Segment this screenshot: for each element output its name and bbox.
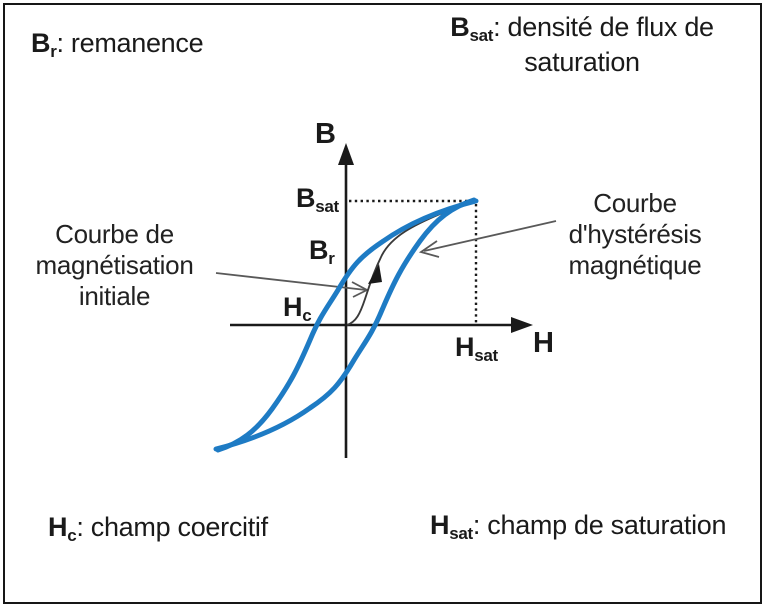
h-axis-arrowhead-icon: [511, 317, 533, 333]
point-label-hsat-subscript: sat: [474, 346, 498, 365]
initial-magnetisation-curve: [346, 200, 475, 326]
hysteresis-loop-descending-branch: [215, 198, 479, 453]
hysteresis-leader-arrow: [418, 220, 557, 258]
legend-remanence: Br: remanence: [31, 27, 204, 62]
legend-saturation-flux-description1: : densité de flux de: [493, 12, 714, 42]
legend-saturation-flux-line1: Bsat: densité de flux de: [402, 11, 762, 46]
annotation-initial-curve-line1: Courbe de: [55, 219, 174, 249]
initial-curve-direction-arrowhead-icon: [368, 264, 382, 284]
legend-saturation-field: Hsat: champ de saturation: [430, 509, 727, 544]
point-label-br: Br: [309, 235, 335, 269]
annotation-hysteresis-curve-line3: magnétique: [568, 250, 702, 280]
annotation-hysteresis-curve-line1: Courbe: [593, 188, 677, 218]
point-label-hc-symbol: H: [283, 292, 303, 322]
point-label-hc-subscript: c: [302, 306, 312, 325]
b-axis-label: B: [315, 118, 336, 150]
legend-coercive-field-symbol: H: [48, 512, 68, 542]
legend-saturation-flux-description2: saturation: [524, 47, 640, 78]
h-axis-label: H: [533, 327, 554, 359]
legend-remanence-subscript: r: [50, 42, 57, 61]
legend-saturation-field-description: : champ de saturation: [472, 510, 727, 540]
hysteresis-loop-ascending-branch: [213, 197, 477, 452]
b-axis-arrowhead-icon: [338, 143, 354, 165]
legend-saturation-flux: Bsat: densité de flux de saturation: [402, 11, 762, 79]
point-label-br-symbol: B: [309, 235, 329, 265]
legend-saturation-flux-subscript: sat: [469, 26, 494, 45]
point-label-hsat: Hsat: [455, 332, 498, 366]
point-label-hc: Hc: [283, 292, 312, 326]
annotation-initial-curve: Courbe de magnétisation initiale: [22, 219, 207, 312]
annotation-initial-curve-line2: magnétisation: [35, 250, 194, 280]
annotation-hysteresis-curve-line2: d'hystérésis: [568, 219, 702, 249]
point-label-bsat-subscript: sat: [315, 197, 339, 216]
legend-remanence-symbol: B: [31, 28, 51, 58]
legend-coercive-field-subscript: c: [67, 526, 77, 545]
legend-saturation-field-subscript: sat: [449, 524, 473, 543]
legend-coercive-field: Hc: champ coercitif: [48, 511, 268, 546]
legend-saturation-field-symbol: H: [430, 510, 450, 540]
legend-remanence-description: : remanence: [56, 28, 204, 58]
annotation-initial-curve-line3: initiale: [78, 281, 151, 311]
legend-coercive-field-description: : champ coercitif: [76, 512, 268, 542]
point-label-hsat-symbol: H: [455, 332, 475, 362]
point-label-br-subscript: r: [328, 249, 335, 268]
annotation-hysteresis-curve: Courbe d'hystérésis magnétique: [550, 188, 720, 281]
legend-saturation-flux-symbol: B: [450, 12, 470, 42]
point-label-bsat-symbol: B: [296, 183, 316, 213]
point-label-bsat: Bsat: [296, 183, 339, 217]
